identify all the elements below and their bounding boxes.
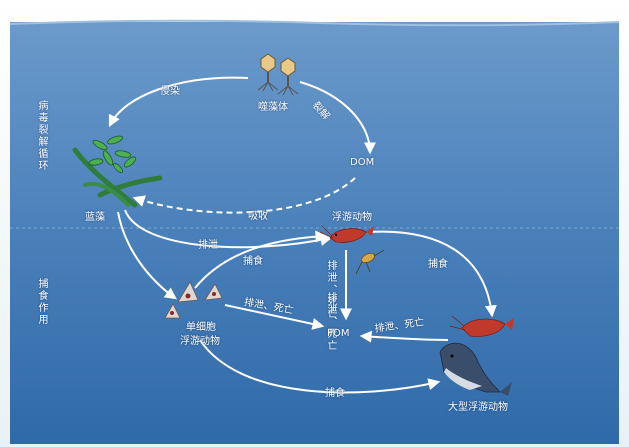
side-label-viral-loop: 病毒裂解循环	[36, 100, 47, 172]
copepod-icon	[355, 249, 385, 275]
whale-icon	[439, 342, 512, 396]
ocean-water	[10, 22, 619, 444]
large-shrimp-icon	[449, 315, 514, 337]
label-zooplankton: 浮游动物	[332, 212, 372, 223]
water-surface-line	[9, 19, 620, 27]
arrow-single-to-pom	[224, 304, 325, 330]
arrow-graze3	[199, 339, 441, 394]
arrow-cyano-to-zooplankton	[124, 209, 333, 249]
label-excrete-death-vertical-2: 排泄、死亡	[325, 292, 336, 352]
zooplankton-shrimp-icon	[319, 225, 374, 243]
label-graze-1: 捕食	[243, 256, 263, 267]
label-large-zooplankton: 大型浮游动物	[448, 402, 508, 413]
label-phage: 噬藻体	[258, 102, 288, 113]
label-single-cell-line1: 单细胞	[186, 322, 216, 333]
cyanobacteria-icon	[72, 135, 163, 208]
label-single-cell-line2: 浮游动物	[180, 336, 220, 347]
arrow-cyano-to-single-cell	[117, 211, 177, 300]
side-label-predation: 捕食作用	[36, 278, 47, 326]
arrow-infect	[108, 76, 249, 128]
arrow-graze2	[367, 230, 497, 318]
label-excrete-death-vertical: 排泄、死亡	[325, 260, 336, 320]
label-dom: DOM	[350, 157, 375, 168]
arrow-large-to-pom	[359, 330, 449, 343]
label-graze-3: 捕食	[325, 388, 345, 399]
arrow-lysis	[299, 81, 376, 155]
arrow-graze1	[194, 230, 328, 289]
label-excrete: 排泄	[198, 240, 218, 251]
label-cyanobacteria: 蓝藻	[85, 212, 105, 223]
label-infect: 侵染	[160, 86, 180, 97]
label-pom: POM	[327, 328, 350, 339]
single-cell-zooplankton-icon	[164, 281, 223, 319]
label-graze-2: 捕食	[428, 259, 448, 270]
cyanophage-icon	[257, 53, 299, 96]
label-absorb: 吸收	[248, 211, 268, 222]
arrow-absorb	[132, 177, 356, 214]
